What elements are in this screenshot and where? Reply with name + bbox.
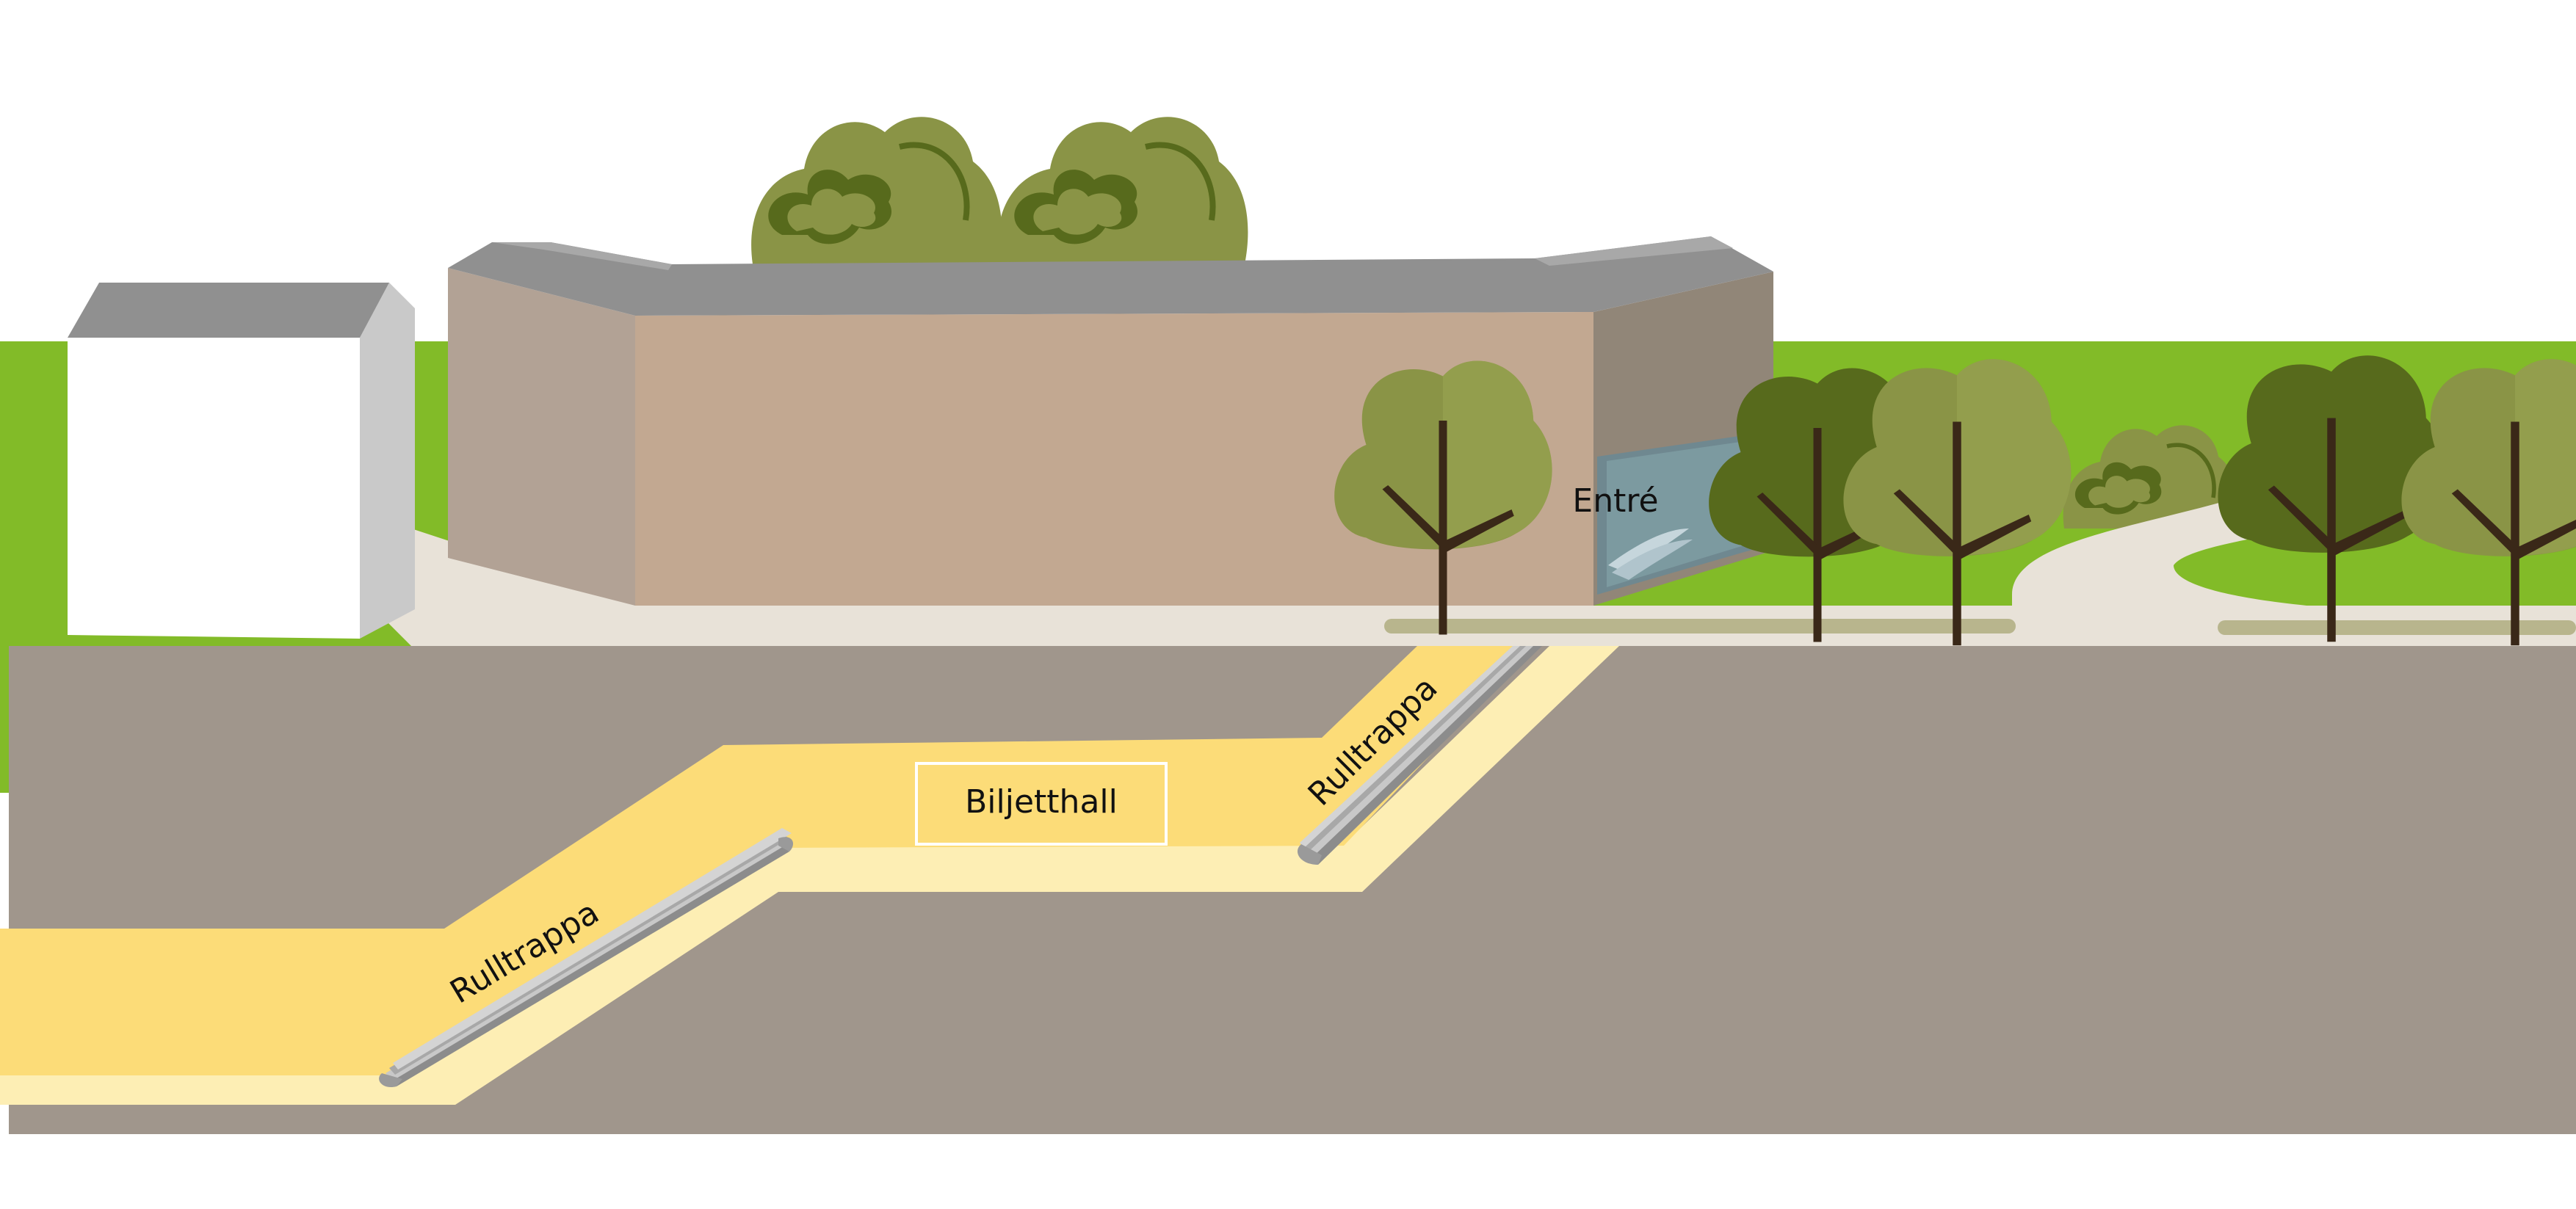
entrance-label: Entré	[1572, 482, 1658, 520]
ticket-hall	[915, 762, 1168, 846]
house-left	[68, 283, 415, 639]
escalator-upper	[1297, 646, 1542, 865]
ticket-hall-label: Biljetthall	[965, 783, 1118, 821]
sidewalk	[411, 529, 2576, 646]
tunnel-floor	[0, 646, 1619, 1105]
curb-strip	[2218, 620, 2576, 635]
station-building	[448, 236, 1773, 606]
escalator-lower	[379, 828, 793, 1087]
curb-strip	[1384, 619, 2016, 633]
tunnel-passage	[0, 646, 1535, 1075]
